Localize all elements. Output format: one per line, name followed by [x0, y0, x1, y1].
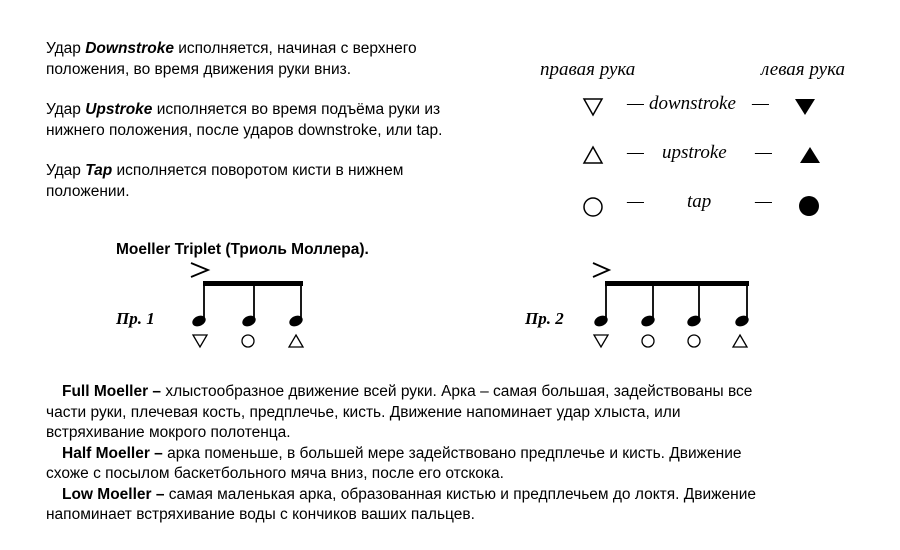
- tap-term: Tap: [85, 162, 113, 179]
- moeller-triplet-title: Moeller Triplet (Триоль Моллера).: [116, 241, 369, 258]
- accent-mark: [190, 262, 211, 278]
- legend-dash: —: [627, 191, 644, 212]
- left-hand-label: левая рука: [761, 59, 845, 80]
- downstroke-term: Downstroke: [85, 40, 174, 57]
- legend-label-tap: tap: [687, 191, 712, 212]
- low-moeller-description: Low Moeller – самая маленькая арка, обра…: [46, 485, 756, 524]
- tap-definition: Удар Tap исполняется поворотом кисти в н…: [46, 162, 404, 200]
- outline-down-triangle-icon: [582, 98, 604, 117]
- example-1-notation: [190, 262, 305, 349]
- note-head: [289, 315, 303, 327]
- beam: [203, 281, 303, 286]
- note-head: [641, 315, 655, 327]
- note-head: [192, 315, 206, 327]
- outline-down-triangle-icon: [592, 334, 610, 349]
- outline-circle-icon: [583, 197, 603, 217]
- outline-up-triangle-icon: [731, 333, 749, 348]
- upstroke-term: Upstroke: [85, 101, 153, 118]
- legend-dash: —: [627, 142, 644, 163]
- example-1-label: Пр. 1: [116, 309, 155, 328]
- half-moeller-description: Half Moeller – арка поменьше, в большей …: [46, 444, 742, 483]
- half-moeller-term: Half Moeller –: [62, 444, 163, 462]
- accent-mark: [592, 262, 612, 278]
- legend-dash: —: [755, 142, 772, 163]
- note-head: [735, 315, 749, 327]
- stroke-legend: правая рука левая рука — downstroke — — …: [530, 55, 870, 235]
- right-hand-label: правая рука: [540, 59, 636, 80]
- outline-circle-icon: [687, 334, 701, 348]
- filled-circle-icon: [799, 196, 819, 216]
- low-moeller-term: Low Moeller –: [62, 485, 165, 503]
- downstroke-definition: Удар Downstroke исполняется, начиная с в…: [46, 40, 417, 78]
- note-head: [594, 315, 608, 327]
- example-2-notation: [592, 262, 749, 349]
- full-moeller-description: Full Moeller – хлыстообразное движение в…: [46, 383, 753, 441]
- moeller-descriptions: Full Moeller – хлыстообразное движение в…: [46, 382, 876, 526]
- legend-label-upstroke: upstroke: [662, 142, 727, 163]
- upstroke-definition: Удар Upstroke исполняется во время подъё…: [46, 101, 443, 139]
- outline-up-triangle-icon: [582, 145, 604, 164]
- note-head: [242, 315, 256, 327]
- note-head: [687, 315, 701, 327]
- beam: [605, 281, 749, 286]
- filled-up-triangle-icon: [800, 147, 820, 163]
- outline-circle-icon: [241, 334, 255, 348]
- outline-up-triangle-icon: [287, 333, 305, 348]
- filled-down-triangle-icon: [795, 99, 815, 115]
- outline-circle-icon: [641, 334, 655, 348]
- stroke-definitions: Удар Downstroke исполняется, начиная с в…: [46, 38, 526, 202]
- legend-dash: —: [752, 93, 769, 114]
- full-moeller-term: Full Moeller –: [62, 383, 162, 400]
- example-2-label: Пр. 2: [525, 309, 564, 328]
- legend-dash: —: [627, 93, 644, 114]
- outline-down-triangle-icon: [191, 334, 209, 349]
- legend-label-downstroke: downstroke: [649, 93, 736, 114]
- legend-dash: —: [755, 191, 772, 212]
